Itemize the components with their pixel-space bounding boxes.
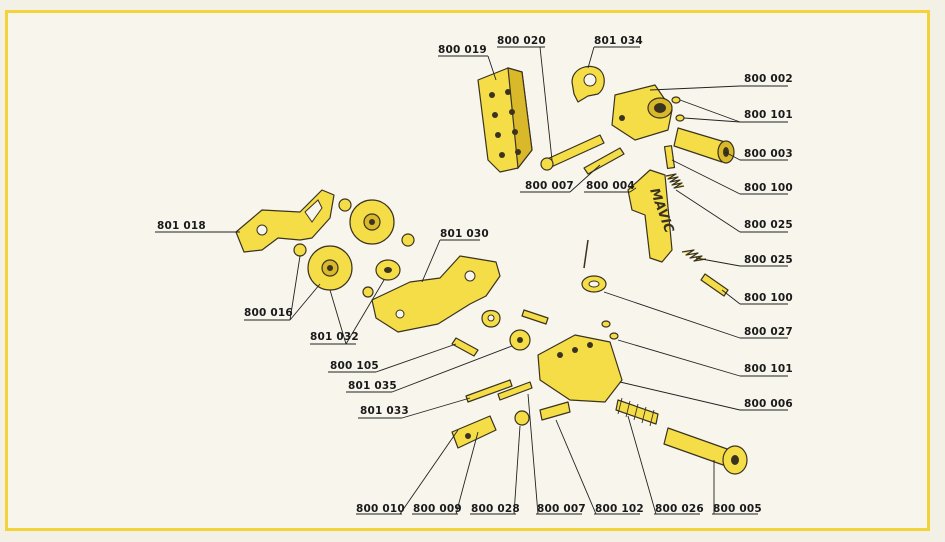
label-800-019: 800 019 xyxy=(438,44,487,56)
part-washer-c xyxy=(362,286,374,298)
part-800-100-screw-lower xyxy=(700,273,729,297)
label-800-020: 800 020 xyxy=(497,35,546,47)
label-800-009: 800 009 xyxy=(413,503,462,515)
part-800-028-washer xyxy=(514,410,530,426)
label-800-016: 800 016 xyxy=(244,307,293,319)
label-800-100-bottom: 800 100 xyxy=(744,292,793,304)
label-801-032: 801 032 xyxy=(310,331,359,343)
part-800-004-mavic-arm: MAVIC xyxy=(627,169,676,263)
part-800-026-spring xyxy=(615,397,659,427)
part-800-003-bolt xyxy=(673,127,735,164)
part-801-030-inner-cage xyxy=(371,255,501,333)
part-screw-center xyxy=(521,309,549,325)
label-800-010: 800 010 xyxy=(356,503,405,515)
label-800-028: 800 028 xyxy=(471,503,520,515)
label-800-007-bottom: 800 007 xyxy=(537,503,586,515)
label-801-034: 801 034 xyxy=(594,35,643,47)
part-washer-b xyxy=(401,233,415,247)
part-801-033-pin xyxy=(465,379,513,403)
label-800-025-bottom: 800 025 xyxy=(744,254,793,266)
part-800-025-spring-lower xyxy=(681,249,707,262)
part-801-032-bushing xyxy=(375,259,401,281)
part-800-005-pivot-bolt xyxy=(663,427,748,475)
part-800-100-screw-upper xyxy=(663,145,676,170)
part-800-019-link-plates xyxy=(477,67,533,173)
label-800-101-top: 800 101 xyxy=(744,109,793,121)
label-800-101-bottom: 800 101 xyxy=(744,363,793,375)
part-pulley-lower xyxy=(307,245,353,291)
part-800-009-axle xyxy=(451,415,497,449)
part-800-006-knuckle xyxy=(537,334,623,403)
label-800-007-top: 800 007 xyxy=(525,180,574,192)
part-801-034-clamp xyxy=(571,65,605,103)
label-800-102: 800 102 xyxy=(595,503,644,515)
label-800-027: 800 027 xyxy=(744,326,793,338)
label-800-006: 800 006 xyxy=(744,398,793,410)
part-800-027-torsion-spring xyxy=(581,239,607,293)
label-800-105: 800 105 xyxy=(330,360,379,372)
part-800-007-pin-lower xyxy=(497,381,533,401)
label-800-026: 800 026 xyxy=(655,503,704,515)
part-tab-washer xyxy=(481,309,501,328)
label-800-025-top: 800 025 xyxy=(744,219,793,231)
part-800-020-pin xyxy=(540,134,605,171)
label-800-005: 800 005 xyxy=(713,503,762,515)
label-801-035: 801 035 xyxy=(348,380,397,392)
part-801-035-nut xyxy=(509,329,531,351)
part-801-018-cage-plate xyxy=(235,189,335,253)
label-801-030: 801 030 xyxy=(440,228,489,240)
label-800-004: 800 004 xyxy=(586,180,635,192)
part-labels: 800 019 800 020 801 034 800 002 800 101 … xyxy=(157,35,793,515)
part-800-016-washer xyxy=(293,243,307,257)
part-pulley-upper xyxy=(349,199,395,245)
part-800-025-spring-upper xyxy=(665,173,685,189)
part-800-105-bolt xyxy=(451,337,479,357)
part-800-007-pin-upper xyxy=(583,147,625,175)
label-801-033: 801 033 xyxy=(360,405,409,417)
label-801-018: 801 018 xyxy=(157,220,206,232)
label-800-002: 800 002 xyxy=(744,73,793,85)
label-800-100-top: 800 100 xyxy=(744,182,793,194)
part-800-101-washers-lower xyxy=(601,320,619,340)
label-800-003: 800 003 xyxy=(744,148,793,160)
part-800-002-pivot-body xyxy=(611,84,673,141)
leader-lines xyxy=(155,46,788,515)
part-800-102-screw xyxy=(539,401,571,421)
part-washer-a xyxy=(338,198,352,212)
